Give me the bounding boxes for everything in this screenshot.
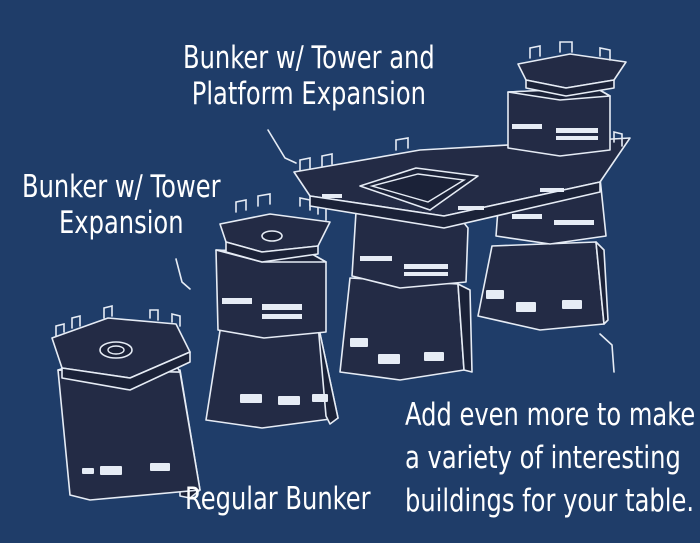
regular-bunker xyxy=(51,304,201,501)
label-add-more: Add even more to make a variety of inter… xyxy=(405,394,695,523)
leader-line-platform xyxy=(267,129,297,164)
label-platform-line-1: Bunker w/ Tower and xyxy=(183,40,435,76)
label-more-line-2: a variety of interesting xyxy=(405,440,681,476)
label-tower-expansion: Bunker w/ Tower Expansion xyxy=(22,169,221,241)
label-more-line-1: Add even more to make xyxy=(405,397,696,433)
label-tower-line-2: Expansion xyxy=(59,205,184,241)
label-more-line-3: buildings for your table. xyxy=(405,483,695,519)
tower-bunker xyxy=(205,193,339,429)
platform-bunker xyxy=(293,41,631,381)
label-regular-bunker: Regular Bunker xyxy=(185,481,371,517)
leader-line-tower xyxy=(175,258,191,290)
label-platform-expansion: Bunker w/ Tower and Platform Expansion xyxy=(183,40,435,112)
label-tower-line-1: Bunker w/ Tower xyxy=(22,169,221,205)
leader-line-more xyxy=(599,333,615,373)
label-platform-line-2: Platform Expansion xyxy=(191,76,426,112)
